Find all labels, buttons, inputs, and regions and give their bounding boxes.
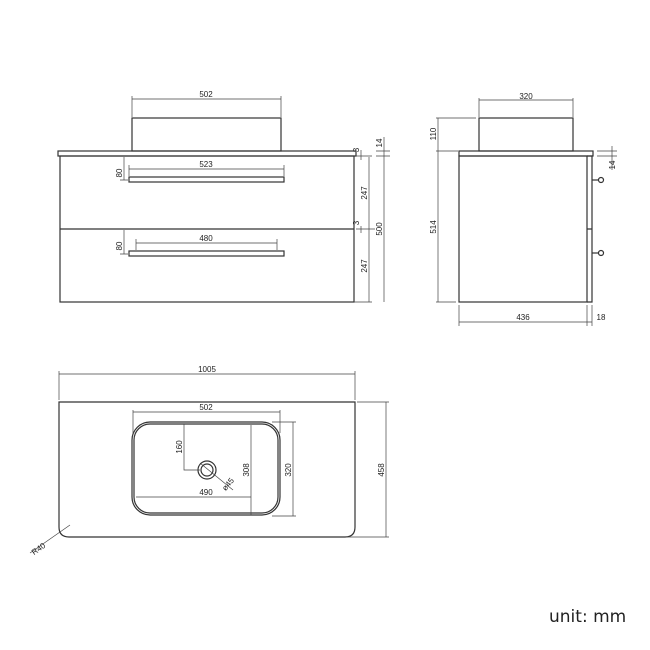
- dim-total-width: 1005: [198, 365, 216, 374]
- top-drawer-handle: [128, 176, 285, 183]
- dim-handle-bottom-width: 480: [199, 234, 213, 243]
- side-countertop: [458, 150, 594, 157]
- front-basin: [131, 117, 282, 152]
- knob-icon: [592, 176, 605, 184]
- front-view: 502 523 480 80 80 3 3 247 247 14 500: [57, 90, 390, 303]
- basin-inner: [133, 423, 279, 514]
- bottom-drawer-handle: [128, 250, 285, 257]
- dim-drain-diameter: ø45: [220, 476, 236, 493]
- front-countertop: [57, 150, 357, 157]
- dim-total-height: 500: [375, 222, 384, 236]
- dim-basin-height: 110: [429, 127, 438, 140]
- dim-side-top-thickness: 14: [608, 160, 617, 169]
- dim-drawer-bottom-height: 247: [360, 259, 369, 273]
- dim-total-depth: 458: [377, 463, 386, 477]
- dim-basin-inner-depth: 308: [242, 463, 251, 477]
- knob-icon: [592, 249, 605, 257]
- dim-front-basin-width: 502: [199, 90, 213, 99]
- side-view: 320 110 514 14 436 18: [429, 92, 617, 326]
- basin-outer: [131, 421, 281, 516]
- dim-basin-inner-width: 490: [199, 488, 213, 497]
- dim-drain-offset: 160: [175, 440, 184, 454]
- dim-handle-top-width: 523: [199, 160, 213, 169]
- dim-door-thickness: 18: [597, 313, 606, 322]
- dim-gap-top: 3: [352, 147, 361, 152]
- side-basin: [478, 117, 574, 152]
- top-view: 1005 458 502 320 308 490 160 ø45 R40: [29, 365, 389, 557]
- dim-handle-bottom-offset: 80: [115, 241, 124, 250]
- dim-drawer-top-height: 247: [360, 186, 369, 200]
- drain-inner: [200, 463, 214, 477]
- dim-basin-outer-depth: 320: [284, 463, 293, 477]
- dim-basin-outer-width: 502: [199, 403, 213, 412]
- countertop-outline: [58, 401, 356, 538]
- dim-side-basin-depth: 320: [519, 92, 533, 101]
- dim-top-thickness: 14: [375, 138, 384, 147]
- unit-label: unit: mm: [549, 607, 627, 627]
- dim-gap-middle: 3: [352, 220, 361, 225]
- side-cabinet: [458, 155, 588, 303]
- dim-cabinet-depth: 436: [516, 313, 530, 322]
- dim-handle-top-offset: 80: [115, 168, 124, 177]
- dim-cabinet-height: 514: [429, 220, 438, 234]
- dim-corner-radius: R40: [30, 541, 48, 557]
